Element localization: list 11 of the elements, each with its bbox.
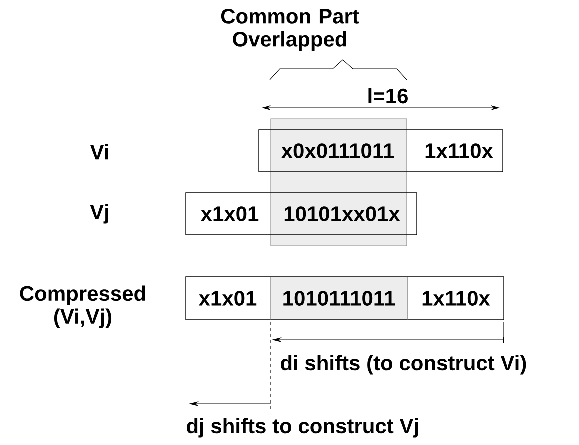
bit-vector-box: x1x01 1010111011 1x110x <box>186 276 504 320</box>
text-label: Common Part Overlapped <box>221 9 360 52</box>
text-label: dj shifts to construct Vj <box>187 418 418 438</box>
text-label: Vi <box>90 144 108 160</box>
bit-vector-box: x0x0111011 1x110x <box>258 130 504 172</box>
text-label: di shifts (to construct Vi) <box>281 355 526 375</box>
bit-vector-box: x1x01 10101xx01x <box>186 192 418 236</box>
text-label: Compressed (Vi,Vj) <box>20 286 146 328</box>
overlap-region <box>270 118 408 246</box>
text-label: Vj <box>90 204 108 224</box>
text-label: l=16 <box>368 88 408 104</box>
